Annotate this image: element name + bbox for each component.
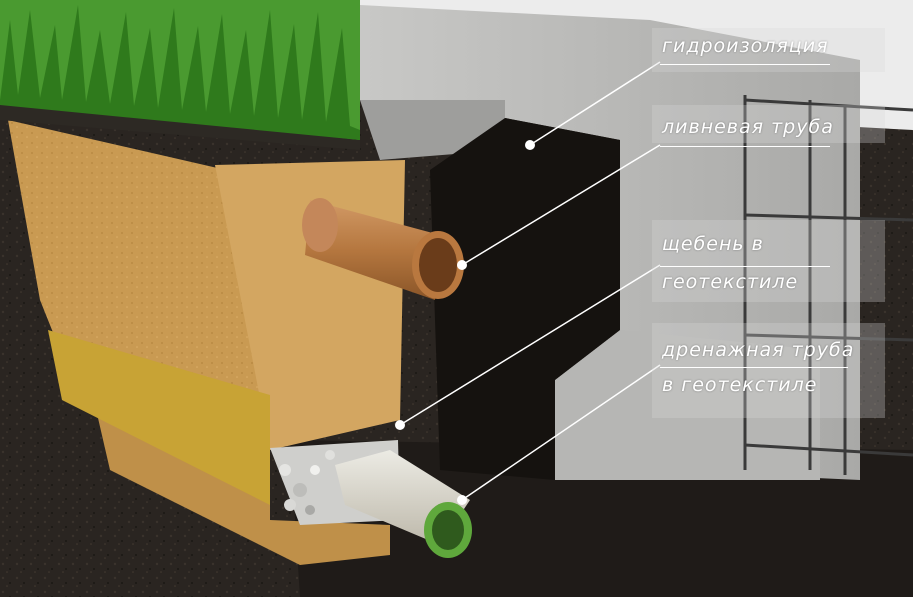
label-underline-drain — [660, 367, 848, 368]
label-underline-waterproofing — [660, 64, 830, 65]
label-storm-pipe: ливневая труба — [662, 116, 834, 138]
label-box-drain-pipe — [652, 323, 885, 418]
label-drain-line2: в геотекстиле — [662, 374, 818, 396]
label-drain-line1: дренажная труба — [662, 339, 855, 361]
grass — [0, 0, 360, 140]
label-box-storm-pipe — [652, 105, 885, 143]
label-underline-gravel — [660, 266, 830, 267]
label-gravel-line1: щебень в — [662, 233, 764, 255]
label-gravel-line2: геотекстиле — [662, 271, 799, 293]
drain-pipe-opening — [432, 510, 464, 550]
storm-pipe — [302, 198, 464, 300]
yellow-band — [48, 330, 270, 505]
leader-lines — [399, 61, 661, 501]
rebar — [743, 95, 913, 475]
label-waterproofing: гидроизоляция — [662, 35, 829, 57]
label-underline-storm-pipe — [660, 146, 830, 147]
waterproofing-layer — [430, 118, 620, 480]
label-box-gravel — [652, 220, 885, 302]
